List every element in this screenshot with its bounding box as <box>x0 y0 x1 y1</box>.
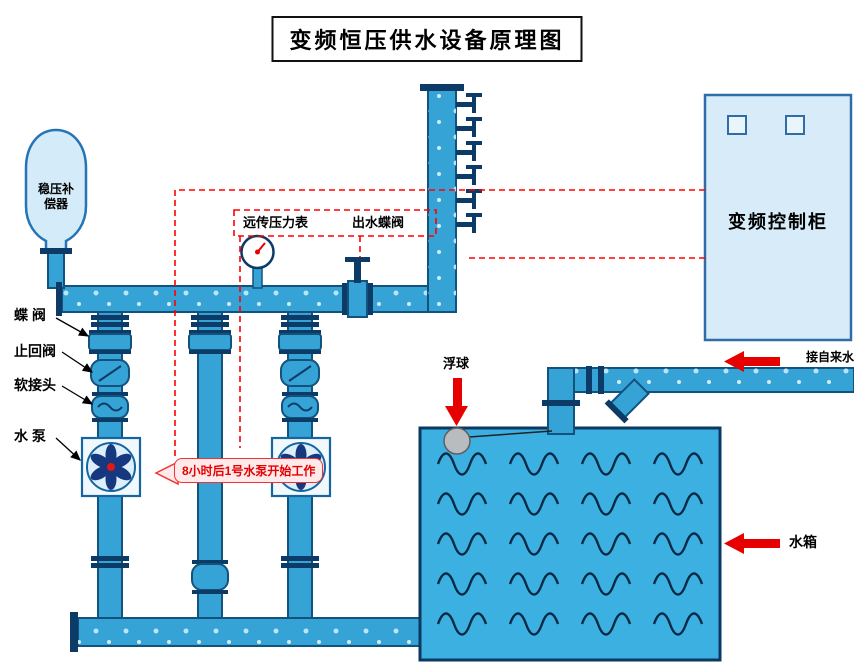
diagram-title: 变频恒压供水设备原理图 <box>271 16 583 62</box>
label-pointer-lines <box>55 317 94 461</box>
float-arrow <box>445 378 468 426</box>
outlet-valve-label: 出水蝶阀 <box>352 215 405 230</box>
valve-stack-1 <box>88 314 132 423</box>
control-signal-lines <box>174 189 705 460</box>
cabinet-label: 变频控制柜 <box>728 212 828 232</box>
pump-start-note: 8小时后1号水泵开始工作 <box>174 458 324 483</box>
outlet-butterfly-valve <box>342 257 373 318</box>
pressure-gauge <box>240 234 275 289</box>
water-tank <box>418 426 722 662</box>
cabinet-indicator-right <box>785 115 805 135</box>
soft-joint-label: 软接头 <box>14 377 56 393</box>
pump-1 <box>80 436 142 498</box>
butterfly-valve-label: 蝶 阀 <box>14 307 46 323</box>
water-tank-label: 水箱 <box>789 534 817 550</box>
stabilizer-label: 稳压补偿器 <box>37 182 74 211</box>
float-ball <box>443 427 471 455</box>
check-valve-label: 止回阀 <box>14 343 56 359</box>
cabinet-indicator-left <box>727 115 747 135</box>
inlet-pipe <box>542 366 854 435</box>
pump-label: 水 泵 <box>14 428 46 444</box>
stabilizer-vessel <box>24 128 88 254</box>
riser-valves <box>456 93 482 233</box>
valve-stack-2 <box>278 314 322 423</box>
branch-b-valves <box>188 315 232 594</box>
control-cabinet <box>703 93 853 342</box>
tap-water-arrow <box>724 351 780 372</box>
remote-gauge-label: 远传压力表 <box>243 215 309 230</box>
tank-waves <box>430 452 712 652</box>
float-ball-label: 浮球 <box>443 356 470 371</box>
tap-water-label: 接自来水 <box>806 350 854 364</box>
y-strainer <box>604 378 650 424</box>
branch-lower-flanges <box>91 556 319 568</box>
tank-arrow <box>724 533 780 554</box>
float-link <box>468 430 553 438</box>
